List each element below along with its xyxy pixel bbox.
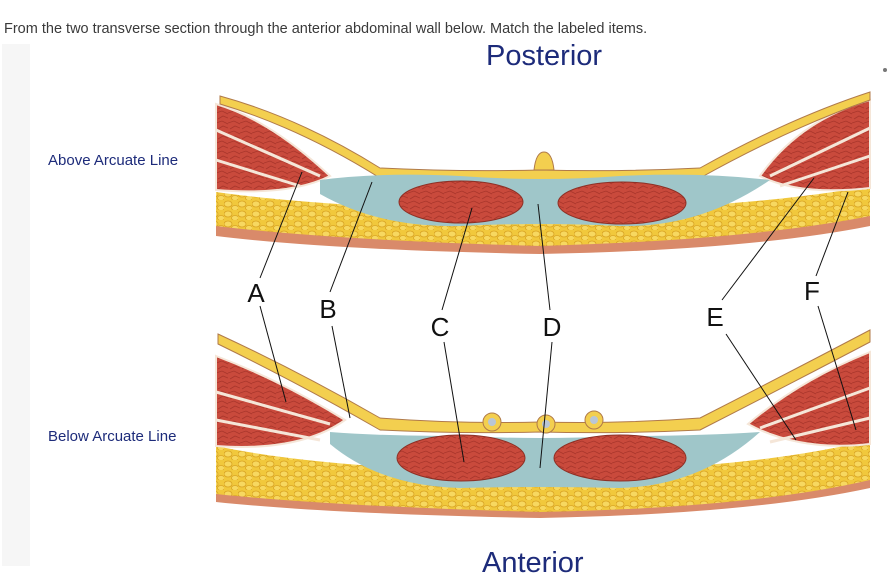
above-arcuate-label: Above Arcuate Line: [48, 152, 179, 169]
letter-a: A: [247, 278, 265, 308]
section-above: [215, 91, 871, 254]
anterior-label: Anterior: [482, 547, 584, 579]
below-arcuate-label: Below Arcuate Line: [48, 428, 177, 445]
letter-f: F: [804, 276, 820, 306]
letter-d: D: [543, 312, 562, 342]
posterior-label: Posterior: [486, 40, 603, 72]
side-strip: [2, 44, 30, 566]
dot-marker: [883, 68, 887, 72]
leader-lines: [259, 171, 857, 469]
section-below: [215, 329, 871, 518]
letter-e: E: [706, 302, 723, 332]
letter-c: C: [431, 312, 450, 342]
letter-b: B: [319, 294, 336, 324]
abdominal-wall-figure: A B C D E F: [215, 91, 871, 518]
question-prompt: From the two transverse section through …: [4, 21, 648, 37]
